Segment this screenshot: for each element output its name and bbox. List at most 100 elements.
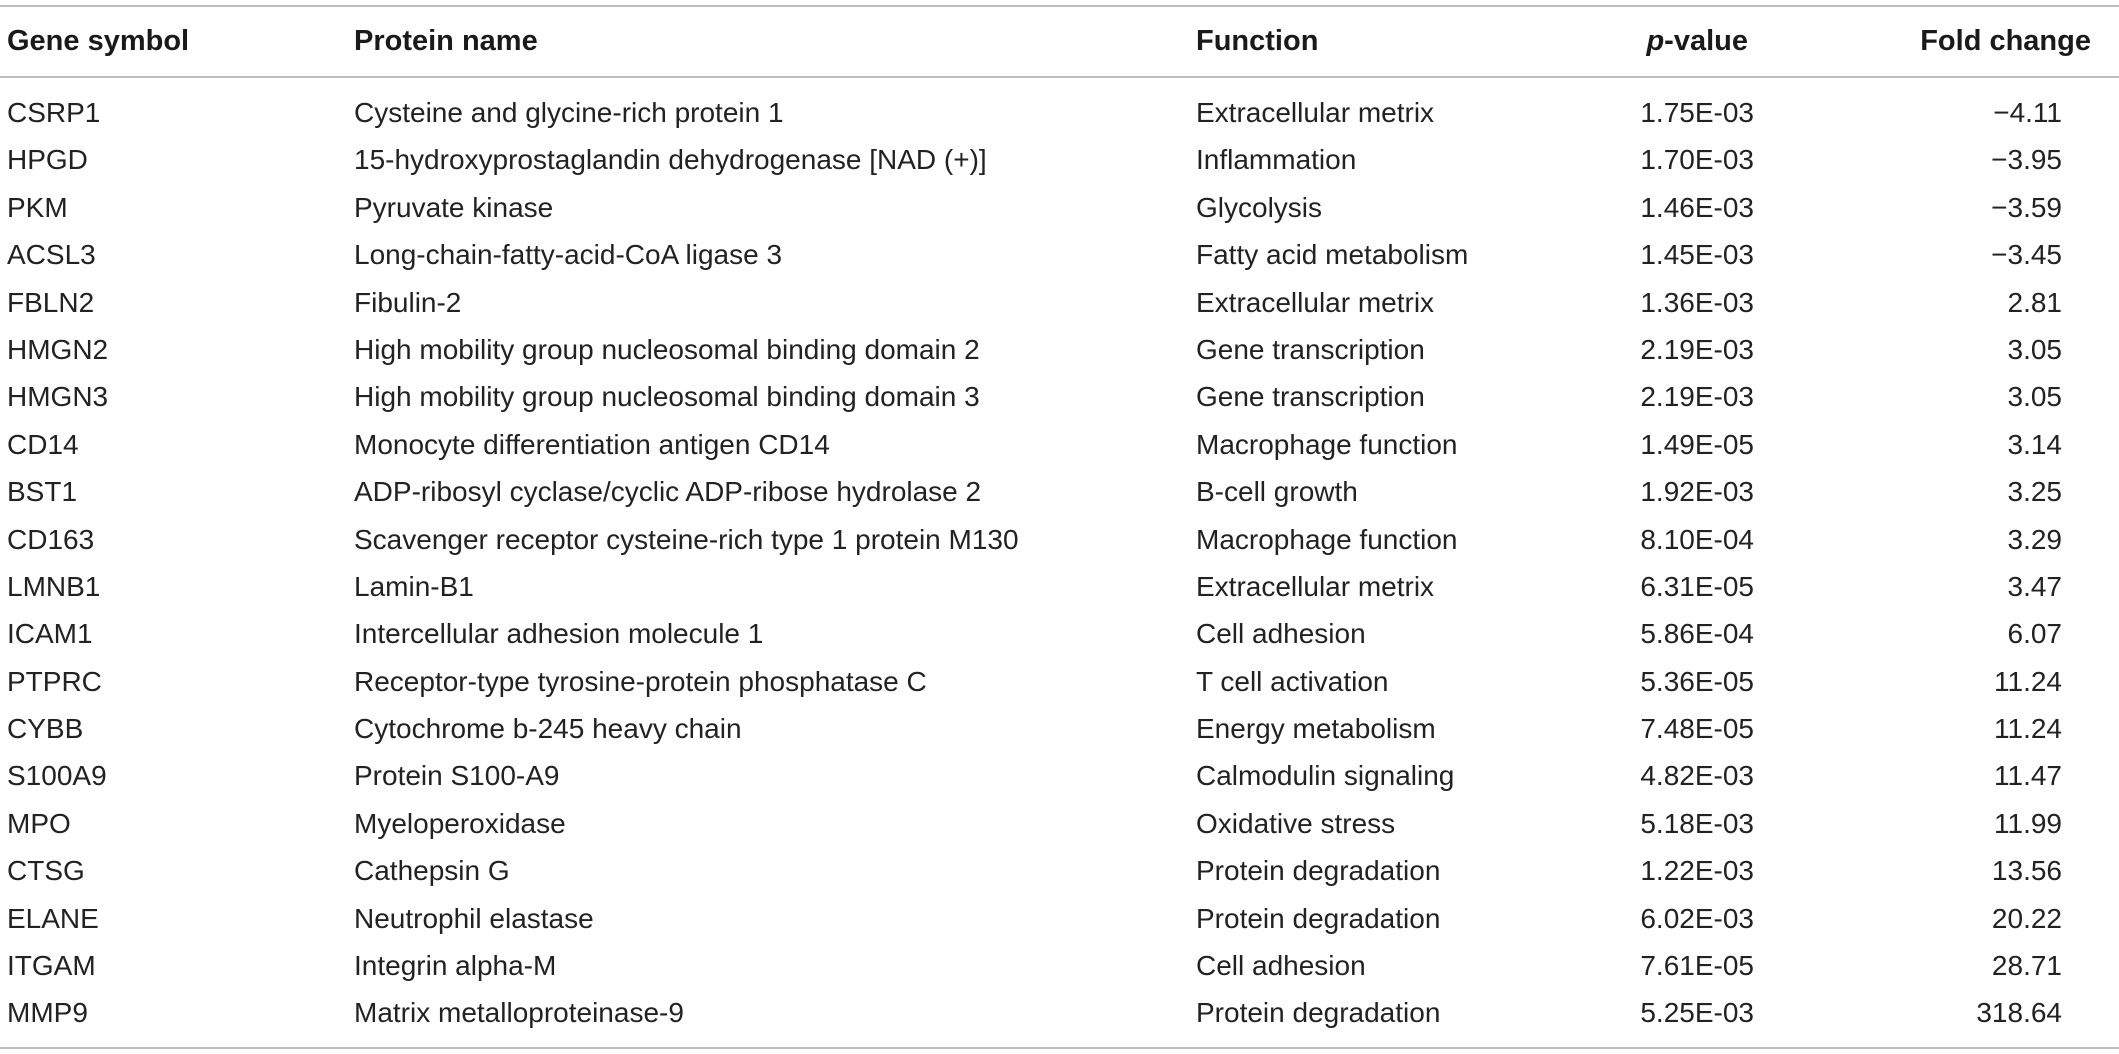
cell-p-value: 1.22E-03 bbox=[1640, 855, 1754, 887]
cell-function: Gene transcription bbox=[1196, 381, 1425, 413]
header-p-value: p-value bbox=[1580, 7, 1748, 76]
cell-function: Calmodulin signaling bbox=[1196, 760, 1455, 792]
cell-function: Gene transcription bbox=[1196, 333, 1425, 365]
table-row: CTSG Cathepsin G Protein degradation 1.22E-… bbox=[0, 847, 2119, 894]
cell-protein-name: Cytochrome b-245 heavy chain bbox=[354, 713, 742, 745]
cell-fold-change: −4.11 bbox=[1993, 97, 2062, 128]
cell-fold-change: 2.81 bbox=[2007, 286, 2063, 318]
header-protein-name: Protein name bbox=[354, 25, 538, 57]
cell-gene-symbol: MPO bbox=[7, 807, 71, 839]
cell-gene-symbol: PKM bbox=[7, 191, 68, 223]
cell-protein-name: Matrix metalloproteinase-9 bbox=[354, 997, 684, 1029]
cell-function: Oxidative stress bbox=[1196, 807, 1396, 839]
cell-p-value: 7.61E-05 bbox=[1640, 950, 1754, 982]
cell-gene-symbol: S100A9 bbox=[7, 760, 107, 792]
header-function: Function bbox=[1196, 25, 1319, 57]
cell-protein-name: Scavenger receptor cysteine-rich type 1 … bbox=[354, 523, 1019, 555]
cell-fold-change: 3.05 bbox=[2007, 381, 2063, 413]
cell-protein-name: Lamin-B1 bbox=[354, 570, 474, 602]
cell-protein-name: High mobility group nucleosomal binding … bbox=[354, 333, 980, 365]
table-header-rule bbox=[0, 76, 2119, 78]
cell-protein-name: Integrin alpha-M bbox=[354, 950, 557, 982]
cell-gene-symbol: PTPRC bbox=[7, 665, 102, 697]
cell-protein-name: Neutrophil elastase bbox=[354, 902, 594, 934]
cell-function: Glycolysis bbox=[1196, 191, 1323, 223]
cell-fold-change: 318.64 bbox=[1976, 997, 2062, 1029]
cell-fold-change: 11.24 bbox=[1994, 713, 2062, 745]
cell-p-value: 8.10E-04 bbox=[1640, 523, 1754, 555]
cell-fold-change: −3.95 bbox=[1991, 144, 2062, 176]
table-row: MMP9 Matrix metalloproteinase-9 Protein de… bbox=[0, 989, 2119, 1036]
cell-p-value: 1.92E-03 bbox=[1640, 476, 1754, 508]
cell-function: Protein degradation bbox=[1196, 997, 1441, 1029]
cell-protein-name: Intercellular adhesion molecule 1 bbox=[354, 618, 764, 650]
cell-p-value: 5.86E-04 bbox=[1640, 618, 1754, 650]
cell-gene-symbol: HMGN3 bbox=[7, 381, 109, 413]
cell-function: Inflammation bbox=[1196, 144, 1357, 176]
cell-fold-change: 13.56 bbox=[1991, 855, 2062, 887]
cell-function: T cell activation bbox=[1196, 665, 1389, 697]
header-p-value-rest: -value bbox=[1664, 25, 1748, 57]
cell-gene-symbol: LMNB1 bbox=[7, 570, 101, 602]
table-bottom-rule bbox=[0, 1047, 2119, 1049]
cell-protein-name: 15-hydroxyprostaglandin dehydrogenase [N… bbox=[354, 144, 987, 176]
cell-p-value: 5.36E-05 bbox=[1640, 665, 1754, 697]
cell-gene-symbol: ITGAM bbox=[7, 950, 96, 982]
cell-p-value: 1.45E-03 bbox=[1640, 239, 1754, 271]
cell-fold-change: 3.14 bbox=[2007, 428, 2063, 460]
cell-function: B-cell growth bbox=[1196, 476, 1358, 508]
cell-function: Extracellular metrix bbox=[1196, 286, 1435, 318]
table-header-row: Gene symbol Protein name Function p-valu… bbox=[0, 7, 2119, 76]
cell-gene-symbol: CTSG bbox=[7, 855, 85, 887]
header-fold-change: Fold change bbox=[1920, 25, 2091, 57]
cell-p-value: 1.36E-03 bbox=[1640, 286, 1754, 318]
cell-protein-name: Cysteine and glycine-rich protein 1 bbox=[354, 97, 784, 128]
cell-fold-change: −3.59 bbox=[1991, 191, 2062, 223]
cell-p-value: 5.18E-03 bbox=[1640, 807, 1754, 839]
cell-p-value: 6.02E-03 bbox=[1640, 902, 1754, 934]
cell-fold-change: 11.99 bbox=[1994, 807, 2062, 839]
cell-protein-name: ADP-ribosyl cyclase/cyclic ADP-ribose hy… bbox=[354, 476, 982, 508]
cell-gene-symbol: ACSL3 bbox=[7, 239, 96, 271]
cell-fold-change: 28.71 bbox=[1991, 950, 2062, 982]
cell-p-value: 5.25E-03 bbox=[1640, 997, 1754, 1029]
cell-fold-change: 3.25 bbox=[2007, 476, 2063, 508]
cell-gene-symbol: FBLN2 bbox=[7, 286, 95, 318]
cell-fold-change: 11.24 bbox=[1994, 665, 2062, 697]
cell-p-value: 2.19E-03 bbox=[1640, 333, 1754, 365]
cell-protein-name: Long-chain-fatty-acid-CoA ligase 3 bbox=[354, 239, 783, 271]
cell-fold-change: 3.47 bbox=[2007, 570, 2063, 602]
cell-protein-name: Fibulin-2 bbox=[354, 286, 462, 318]
cell-fold-change: 6.07 bbox=[2007, 618, 2063, 650]
cell-function: Extracellular metrix bbox=[1196, 570, 1435, 602]
cell-gene-symbol: ELANE bbox=[7, 902, 99, 934]
cell-p-value: 7.48E-05 bbox=[1640, 713, 1754, 745]
table-row: ICAM1 Intercellular adhesion molecule 1 Ce… bbox=[0, 610, 2119, 657]
cell-protein-name: Cathepsin G bbox=[354, 855, 510, 887]
cell-p-value: 2.19E-03 bbox=[1640, 381, 1754, 413]
cell-gene-symbol: ICAM1 bbox=[7, 618, 93, 650]
table-row: FBLN2 Fibulin-2 Extracellular metrix 1.36E-… bbox=[0, 279, 2119, 326]
cell-function: Macrophage function bbox=[1196, 523, 1458, 555]
cell-p-value: 4.82E-03 bbox=[1640, 760, 1754, 792]
cell-function: Cell adhesion bbox=[1196, 618, 1366, 650]
cell-p-value: 6.31E-05 bbox=[1640, 570, 1754, 602]
cell-gene-symbol: MMP9 bbox=[7, 997, 88, 1029]
cell-gene-symbol: CYBB bbox=[7, 713, 84, 745]
cell-fold-change: 20.22 bbox=[1991, 902, 2062, 934]
cell-protein-name: Monocyte differentiation antigen CD14 bbox=[354, 428, 830, 460]
cell-function: Protein degradation bbox=[1196, 855, 1441, 887]
